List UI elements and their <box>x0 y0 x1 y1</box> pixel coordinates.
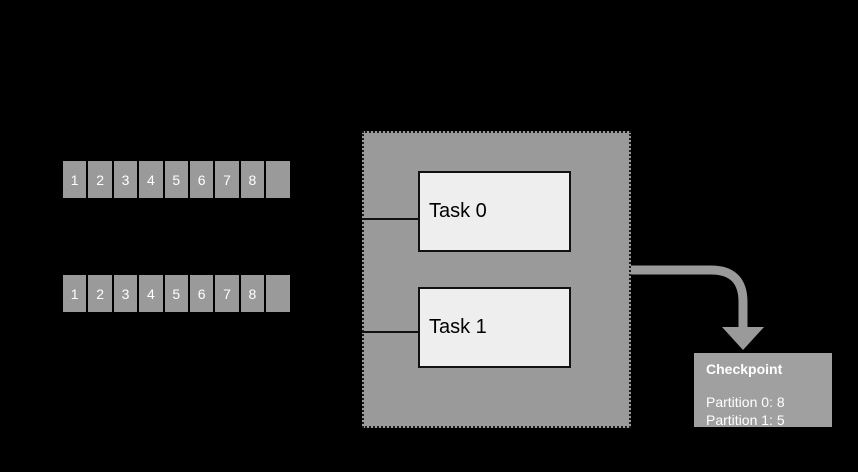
task-1-box: Task 1 <box>418 287 571 368</box>
partition-1-cell: 8 <box>240 275 265 312</box>
partition-0-cell: 7 <box>215 161 239 198</box>
checkpoint-box: Checkpoint Partition 0: 8 Partition 1: 5 <box>694 353 832 429</box>
partition-0-cell: 4 <box>139 161 163 198</box>
partition-1-row: 1 2 3 4 5 6 7 8 <box>63 275 290 312</box>
partition-1-cell: 3 <box>113 275 138 312</box>
partition-1-cell: 6 <box>189 275 214 312</box>
partition-1-cell: 1 <box>63 275 87 312</box>
checkpoint-entry-partition-1: Partition 1: 5 <box>706 412 785 428</box>
connector-task-0 <box>362 218 418 220</box>
partition-0-cell: 2 <box>88 161 112 198</box>
checkpoint-entries: Partition 0: 8 Partition 1: 5 <box>706 393 826 429</box>
partition-0-cell: 6 <box>189 161 214 198</box>
partition-0-cell-empty <box>266 161 290 198</box>
connector-task-1 <box>362 331 418 333</box>
task-1-label: Task 1 <box>429 316 487 338</box>
checkpoint-arrow-shaft <box>631 265 748 328</box>
partition-0-cell: 5 <box>164 161 188 198</box>
partition-1-cell-empty <box>266 275 290 312</box>
checkpoint-entry-partition-0: Partition 0: 8 <box>706 394 785 410</box>
partition-1-cell: 5 <box>164 275 188 312</box>
partition-0-row: 1 2 3 4 5 6 7 8 <box>63 161 290 198</box>
checkpoint-title: Checkpoint <box>706 361 783 377</box>
partition-0-cell: 3 <box>113 161 138 198</box>
partition-0-cell: 8 <box>240 161 265 198</box>
partition-1-cell: 2 <box>88 275 112 312</box>
task-0-box: Task 0 <box>418 171 571 252</box>
partition-1-cell: 7 <box>215 275 239 312</box>
task-0-label: Task 0 <box>429 200 487 222</box>
checkpoint-arrowhead-icon <box>722 327 764 350</box>
partition-0-cell: 1 <box>63 161 87 198</box>
partition-1-cell: 4 <box>139 275 163 312</box>
